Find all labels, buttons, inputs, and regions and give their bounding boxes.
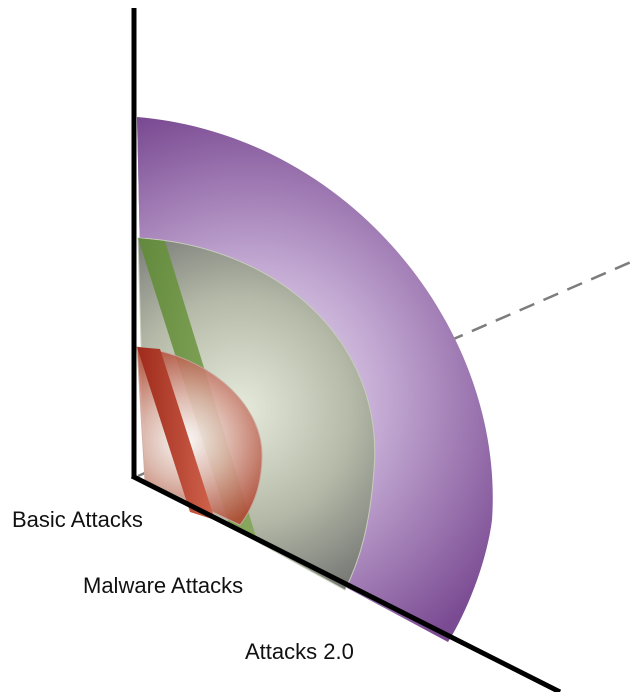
base-axis xyxy=(130,473,562,692)
layer-basic-attacks xyxy=(136,346,263,526)
label-malware-attacks: Malware Attacks xyxy=(83,573,243,598)
label-basic-attacks: Basic Attacks xyxy=(12,507,143,532)
label-attacks-2-0: Attacks 2.0 xyxy=(245,639,354,664)
layer-basic-attacks-edge xyxy=(137,347,215,520)
